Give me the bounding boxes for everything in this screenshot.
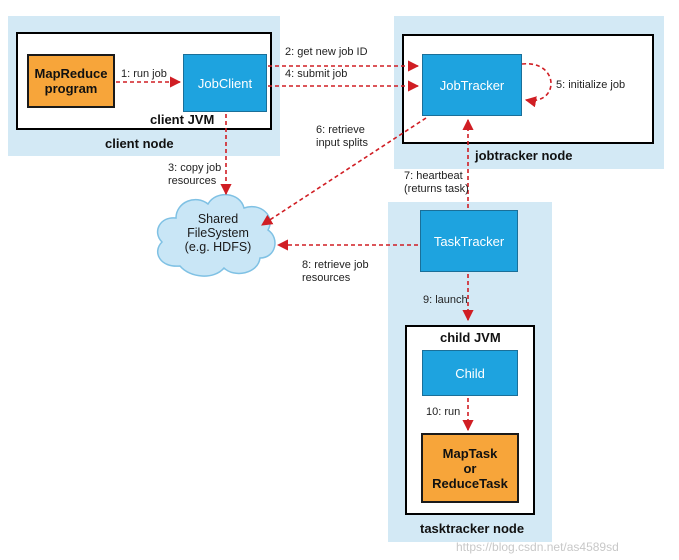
jobtracker-box: JobTracker	[422, 54, 522, 116]
watermark-url: https://blog.csdn.net/as4589sd	[456, 540, 619, 554]
step-1-label: 1: run job	[121, 68, 167, 80]
client-node-label: client node	[105, 136, 174, 151]
maptask-reducetask-box: MapTask or ReduceTask	[421, 433, 519, 503]
child-box: Child	[422, 350, 518, 396]
jobclient-box: JobClient	[183, 54, 267, 112]
jobtracker-jvm	[402, 34, 654, 144]
step-8-label: 8: retrieve job resources	[302, 259, 369, 284]
step-10-label: 10: run	[426, 406, 461, 418]
step-4-label: 4: submit job	[285, 68, 348, 80]
shared-filesystem-cloud	[156, 194, 276, 277]
tasktracker-node-label: tasktracker node	[420, 521, 525, 536]
shared-filesystem-label: Shared FileSystem (e.g. HDFS)	[184, 212, 252, 254]
step-3-label: 3: copy job resources	[168, 162, 222, 187]
client-jvm-label: client JVM	[150, 112, 215, 127]
arrow-initialize-job	[521, 63, 552, 108]
step-6-label: 6: retrieve input splits	[316, 124, 368, 149]
tasktracker-box: TaskTracker	[420, 210, 518, 272]
jobtracker-node-label: jobtracker node	[475, 148, 573, 163]
step-7-label: 7: heartbeat (returns task)	[404, 170, 469, 195]
step-5-label: 5: initialize job	[556, 79, 626, 91]
step-2-label: 2: get new job ID	[285, 46, 368, 58]
mapreduce-program-box: MapReduce program	[27, 54, 115, 108]
step-9-label: 9: launch	[423, 294, 468, 306]
child-jvm-label: child JVM	[440, 330, 501, 345]
arrow-retrieve-splits	[261, 117, 427, 226]
